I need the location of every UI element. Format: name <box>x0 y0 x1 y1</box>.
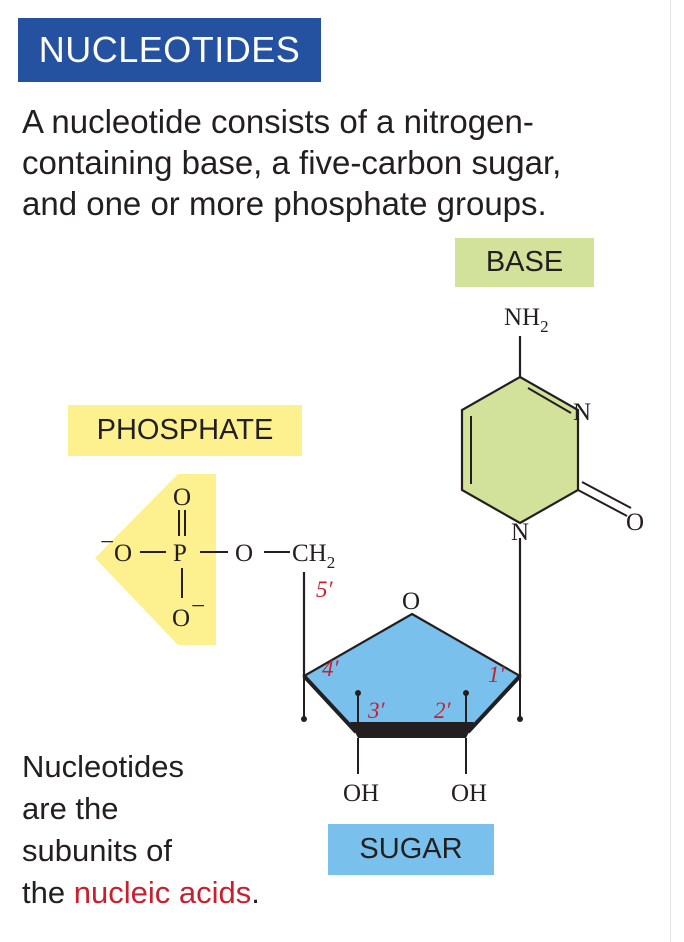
base-double-bond-top <box>527 387 572 414</box>
intro-line-2: containing base, a five-carbon sugar, <box>22 144 562 181</box>
caption-line-3: subunits of <box>22 833 172 868</box>
phosphate-minus-bottom: − <box>191 593 205 620</box>
page-title: NUCLEOTIDES <box>38 29 301 70</box>
phosphate-oxygen-bridge: O <box>235 540 253 567</box>
phosphate-oxygen-bottom: O <box>172 605 190 632</box>
intro-paragraph: A nucleotide consists of a nitrogen- con… <box>22 101 662 224</box>
carbonyl-bond-1 <box>577 489 628 517</box>
caption-line-2: are the <box>22 791 119 826</box>
carbon-5-label: 5′ <box>316 577 334 602</box>
base-ring <box>460 375 580 525</box>
phosphate-oxygen-left: O <box>114 540 132 567</box>
ring-nitrogen-lower: N <box>511 519 529 546</box>
carbon-1-label: 1′ <box>488 662 506 687</box>
ring-oxygen: O <box>402 588 420 615</box>
nucleic-acids-term: nucleic acids <box>73 875 252 910</box>
base-label: BASE <box>455 238 594 287</box>
caption: Nucleotides are the subunits of the nucl… <box>22 746 260 914</box>
caption-line-1: Nucleotides <box>22 749 184 784</box>
caption-line-4: the nucleic acids. <box>22 872 260 914</box>
carbonyl-bond-2 <box>581 481 632 509</box>
c3-h-dot <box>355 690 361 696</box>
sugar-label: SUGAR <box>328 824 494 875</box>
c4-h-dot <box>301 716 307 722</box>
phosphate-minus-left: − <box>100 529 114 556</box>
carbon-4-label: 4′ <box>322 656 340 681</box>
caption-suffix: . <box>251 875 260 910</box>
phosphorus: P <box>173 540 187 567</box>
c2-h-dot <box>463 690 469 696</box>
phosphate-label: PHOSPHATE <box>68 405 302 456</box>
title-badge: NUCLEOTIDES <box>18 18 321 82</box>
ring-nitrogen-upper: N <box>573 399 591 426</box>
hydroxyl-2: OH <box>451 780 487 807</box>
carbonyl-oxygen: O <box>626 509 644 536</box>
sugar-front-edge-left <box>302 674 358 734</box>
carbon-2-label: 2′ <box>434 698 452 723</box>
intro-line-3: and one or more phosphate groups. <box>22 185 547 222</box>
methylene-group: CH2 <box>292 540 335 572</box>
page-edge-rule <box>670 0 671 942</box>
phosphate-oxygen-top: O <box>173 484 191 511</box>
intro-line-1: A nucleotide consists of a nitrogen- <box>22 103 534 140</box>
sugar-front-edge-right <box>466 674 522 734</box>
carbon-3-label: 3′ <box>367 698 386 723</box>
c1-h-dot <box>517 716 523 722</box>
hydroxyl-3: OH <box>343 780 379 807</box>
amine-group: NH2 <box>504 304 549 336</box>
sugar-front-edge <box>350 722 474 738</box>
caption-prefix: the <box>22 875 74 910</box>
